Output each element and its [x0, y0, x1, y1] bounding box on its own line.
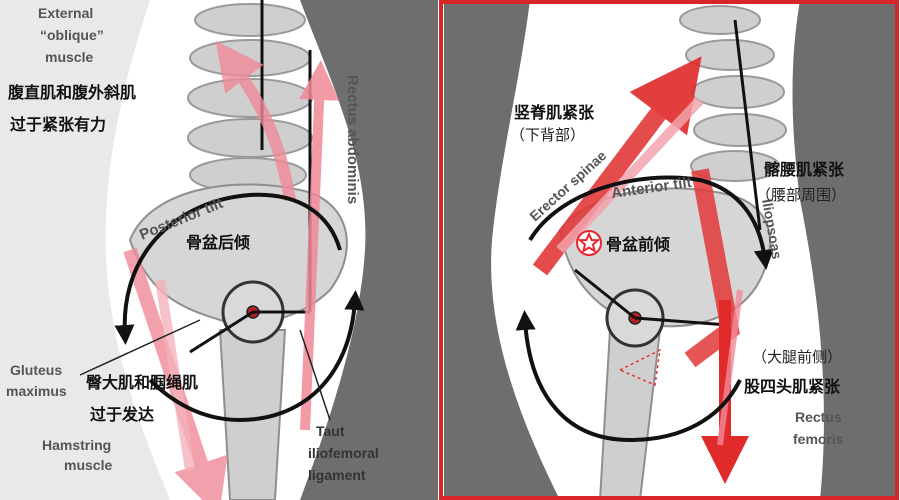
- external-oblique-label-2: “oblique”: [40, 27, 104, 43]
- hamstring-label-2: muscle: [64, 457, 112, 473]
- right-body-silhouette-back: [792, 0, 898, 500]
- taut-ligament-label-1: Taut: [316, 423, 345, 439]
- right-spine-line: [733, 19, 762, 231]
- external-oblique-label-1: External: [38, 5, 93, 21]
- right-panel-highlight-frame: [439, 0, 899, 500]
- rectus-abdominis-label: Rectus abdominis: [344, 75, 361, 204]
- right-body-silhouette-front: [444, 0, 560, 500]
- hamstring-label-1: Hamstring: [42, 437, 111, 453]
- erector-tight-label-2: （下背部）: [510, 126, 585, 144]
- erector-spinae-band: [556, 96, 704, 254]
- left-body-silhouette-back: [300, 0, 438, 500]
- gluteus-band: [155, 279, 195, 471]
- posterior-tilt-zh-label: 骨盆后倾: [186, 233, 250, 252]
- right-pivot-line-h: [634, 316, 729, 327]
- erector-tight-label-1: 竖脊肌紧张: [514, 103, 595, 122]
- gluteus-maximus-label-1: Gluteus: [10, 362, 62, 378]
- posterior-tilt-lower-arrow: [148, 290, 365, 423]
- abs-tight-label-2: 过于紧张有力: [10, 115, 106, 134]
- abs-tight-label-1: 腹直肌和腹外斜肌: [8, 83, 136, 102]
- rectus-femoris-label-2: femoris: [793, 431, 844, 447]
- ligament-pointer: [299, 329, 331, 421]
- taut-ligament-label-3: ligament: [308, 467, 366, 483]
- iliopsoas-tight-label-2: （腰部周围）: [756, 186, 846, 204]
- star-icon: [576, 230, 602, 256]
- anterior-tilt-lower-arrow: [515, 310, 742, 443]
- quad-tight-label-1: （大腿前侧）: [752, 348, 842, 366]
- right-ligament-dotted: [618, 348, 661, 387]
- left-body-silhouette-front: [0, 0, 170, 500]
- right-spine: [679, 5, 787, 182]
- rectus-femoris-label-1: Rectus: [795, 409, 842, 425]
- anterior-tilt-rotation-arrow: [528, 175, 774, 270]
- left-pelvis: [128, 183, 348, 325]
- taut-ligament-label-2: iliofemoral: [308, 445, 379, 461]
- external-oblique-label-3: muscle: [45, 49, 93, 65]
- glute-ham-label-2: 过于发达: [90, 405, 154, 424]
- external-oblique-arrow: [215, 40, 296, 201]
- glute-ham-label-1: 臀大肌和腘绳肌: [86, 373, 198, 392]
- left-pivot-line-d: [189, 310, 254, 354]
- right-panel: Erector spinae Anterior tilt Iliopsoas R…: [439, 0, 899, 500]
- gluteus-maximus-label-2: maximus: [6, 383, 67, 399]
- quad-tight-label-2: 股四头肌紧张: [744, 377, 841, 396]
- left-panel: External “oblique” muscle Rectus abdomin…: [0, 0, 438, 500]
- posterior-tilt-rotation-arrow: [114, 192, 342, 345]
- anterior-tilt-zh-label: 骨盆前倾: [606, 235, 670, 254]
- rectus-femoris-band: [717, 289, 743, 446]
- gluteus-pointer: [79, 319, 201, 376]
- iliopsoas-tight-label-1: 髂腰肌紧张: [764, 160, 845, 179]
- right-pivot-line-d: [574, 268, 636, 320]
- rectus-abdominis-arrow: [299, 60, 340, 431]
